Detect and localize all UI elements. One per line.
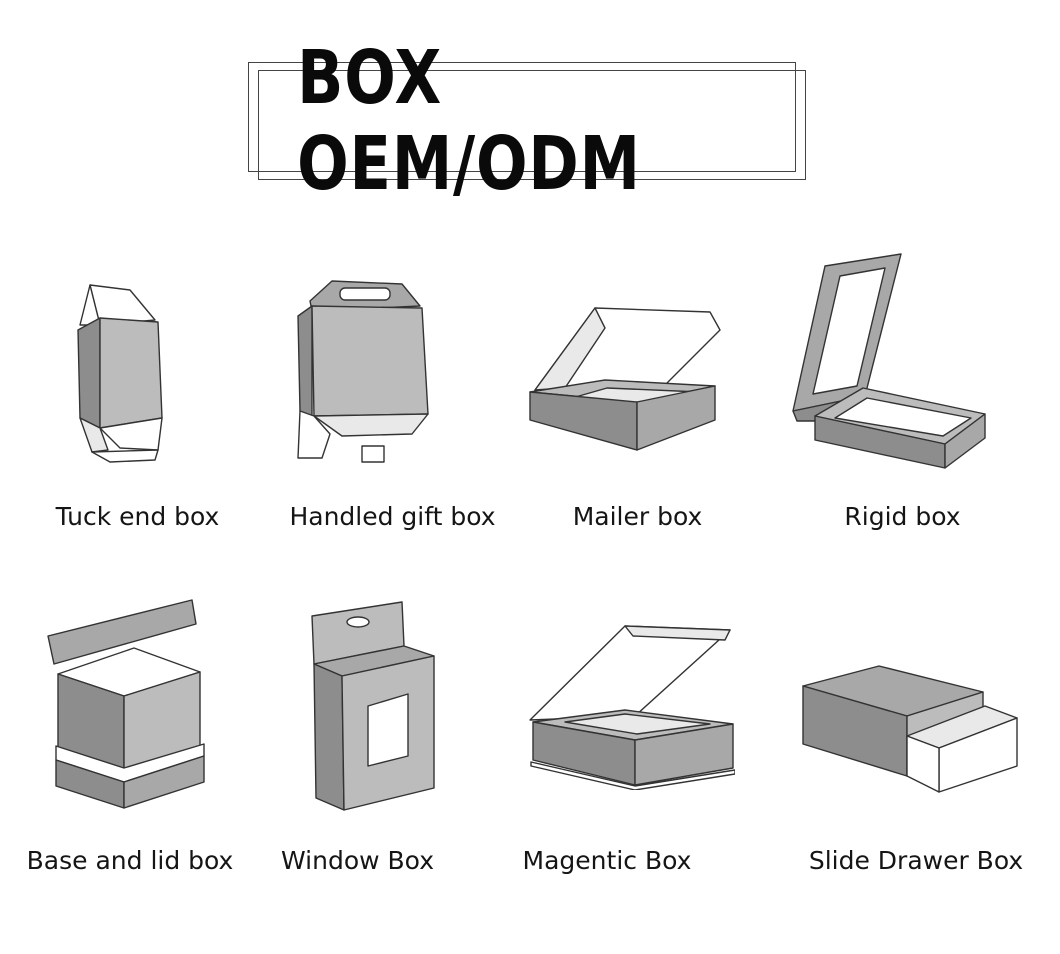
window-box-icon — [311, 601, 435, 811]
handled-gift-box-label: Handled gift box — [289, 502, 496, 531]
rigid-box-icon — [792, 253, 986, 469]
handled-gift-box-icon — [297, 280, 429, 463]
page-title: BOX OEM/ODM — [297, 35, 641, 207]
mailer-box-label: Mailer box — [572, 502, 703, 531]
rigid-box-label: Rigid box — [844, 502, 961, 531]
window-box-label: Window Box — [281, 846, 434, 875]
title-frame-front — [258, 70, 806, 180]
mailer-box-icon — [529, 307, 721, 451]
magnetic-box-icon — [529, 625, 735, 790]
tuck-end-box-label: Tuck end box — [55, 502, 220, 531]
slide-drawer-box-icon — [802, 665, 1018, 793]
base-and-lid-box-label: Base and lid box — [26, 846, 234, 875]
base-and-lid-box-icon — [47, 599, 205, 809]
magnetic-box-label: Magentic Box — [522, 846, 692, 875]
tuck-end-box-icon — [77, 284, 163, 463]
slide-drawer-box-label: Slide Drawer Box — [808, 846, 1024, 875]
title-frame-back — [248, 62, 796, 172]
